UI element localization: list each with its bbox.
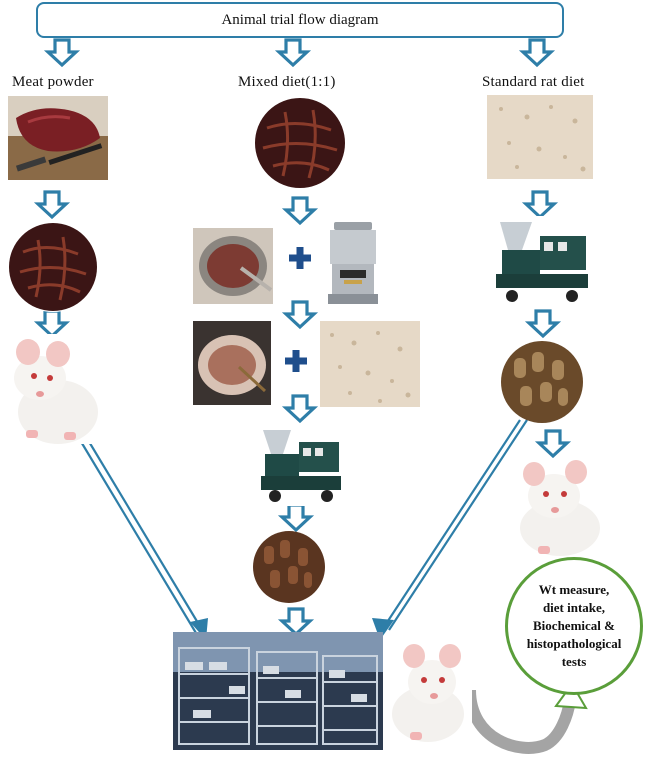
arrow-icon [284, 300, 316, 329]
outcome-line: tests [561, 654, 587, 669]
arrow-icon [36, 309, 68, 338]
pellet-machine-image-mixed [255, 424, 347, 506]
pellets-image-mixed [253, 531, 325, 603]
label-mixed-diet: Mixed diet(1:1) [238, 74, 336, 90]
label-meat-powder: Meat powder [12, 74, 94, 90]
label-standard-rat-diet: Standard rat diet [482, 74, 585, 90]
minced-meat-pan-image [193, 228, 273, 304]
pellet-machine-image [490, 216, 594, 306]
outcome-line: Biochemical & [533, 618, 615, 633]
arrow-icon [277, 38, 309, 67]
rat-chow-powder-image [487, 95, 593, 179]
rat-image-right [510, 458, 606, 558]
plus-icon [285, 350, 307, 372]
rat-image-left [6, 334, 102, 444]
arrow-icon [284, 394, 316, 423]
outcome-line: histopathological [526, 636, 622, 651]
arrow-icon [46, 38, 78, 67]
pellets-image [501, 341, 583, 423]
dried-meat-image-mixed [253, 96, 347, 190]
outcome-line: diet intake, [542, 600, 606, 615]
arrow-icon [280, 607, 312, 636]
raw-meat-image [8, 96, 108, 180]
meat-powder-bowl-image [193, 321, 271, 405]
plus-icon [289, 247, 311, 269]
outcome-line: Wt measure, [538, 582, 610, 597]
arrow-icon [537, 429, 569, 458]
diagram-title: Animal trial flow diagram [36, 2, 564, 38]
rat-image-bottom [388, 640, 472, 744]
rat-chow-powder-image-mixed [320, 321, 420, 407]
arrow-icon [524, 190, 556, 219]
diagram-title-text: Animal trial flow diagram [221, 11, 379, 28]
animal-house-cages-image [173, 632, 383, 750]
arrow-icon [521, 38, 553, 67]
arrow-icon [280, 503, 312, 532]
outcome-measures-circle: Wt measure, diet intake, Biochemical & h… [505, 557, 643, 695]
dried-meat-image [8, 222, 98, 312]
arrow-icon [36, 190, 68, 219]
grinder-machine-image [322, 218, 384, 310]
arrow-icon [527, 309, 559, 338]
arrow-icon [284, 196, 316, 225]
